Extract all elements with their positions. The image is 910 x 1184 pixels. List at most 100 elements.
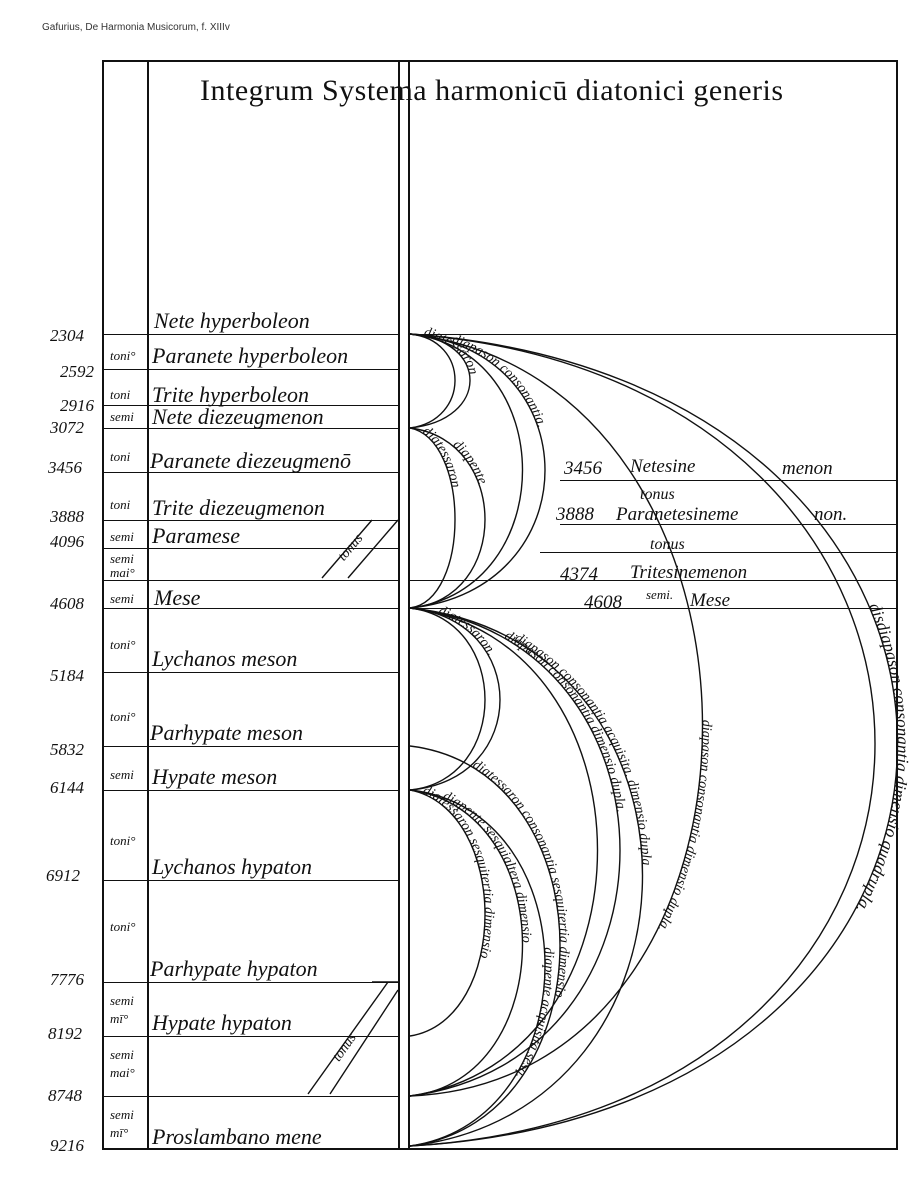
arc-label: diapason consonantia dimensio dupla. (654, 720, 714, 935)
arc-label: diatessaron sesquitertia dimensio (420, 783, 496, 959)
ratio-number: 4608 (50, 594, 84, 613)
synemmenon-note: Paranetesineme (616, 504, 739, 525)
step-label: toni° (110, 637, 136, 652)
ratio-number: 8748 (48, 1086, 82, 1105)
step-label: toni (110, 497, 131, 512)
arc-a6 (409, 607, 486, 791)
ratio-number: 5832 (50, 740, 84, 759)
arc-a4 (409, 333, 524, 609)
note-name: Nete hyperboleon (154, 308, 310, 333)
note-name: Parhypate meson (150, 720, 303, 745)
diagram-title: Integrum Systema harmonicū diatonici ge… (200, 74, 784, 107)
synemmenon-note: Netesine (630, 456, 696, 477)
row-line (104, 334, 400, 335)
step-label: mai° (110, 565, 135, 580)
tonus-label: tonus (640, 486, 675, 503)
step-label: toni (110, 387, 131, 402)
right-line (410, 608, 896, 609)
step-label: mī° (110, 1125, 129, 1140)
row-line (104, 790, 400, 791)
step-label: semi (110, 591, 134, 606)
ratio-number: 8192 (48, 1024, 82, 1043)
synemmenon-number: 4608 (584, 592, 622, 613)
arc-a13 (409, 333, 704, 1097)
row-line (104, 369, 400, 370)
column-divider-steps (147, 60, 149, 1150)
arc-a2 (409, 427, 456, 609)
arc-label: diapente acquisita sesq. (512, 947, 556, 1082)
arc-a7 (409, 607, 599, 1097)
column-divider-right (408, 60, 410, 1150)
column-divider-left (398, 60, 400, 1150)
diagram-frame (102, 60, 898, 1150)
step-label: toni° (110, 919, 136, 934)
arc-a11 (409, 789, 546, 1147)
right-line (560, 524, 896, 525)
ratio-number: 3456 (48, 458, 82, 477)
row-line (104, 1036, 400, 1037)
step-label: mī° (110, 1011, 129, 1026)
synemmenon-note-tail: menon (782, 458, 833, 479)
ratio-number: 3888 (50, 507, 84, 526)
row-line (104, 472, 400, 473)
tonus-band-line (347, 519, 399, 579)
ratio-number: 2592 (60, 362, 94, 381)
row-line (104, 608, 400, 609)
row-line (104, 520, 400, 521)
note-name: Trite diezeugmenon (152, 495, 325, 520)
right-line (410, 580, 896, 581)
arc-label: diatessaron (420, 424, 463, 489)
synemmenon-number: 3456 (564, 458, 602, 479)
step-label: semi (110, 551, 134, 566)
step-label: semi (110, 409, 134, 424)
row-line (104, 746, 400, 747)
note-name: Hypate hypaton (152, 1010, 292, 1035)
synemmenon-note-tail: non. (814, 504, 848, 525)
step-label: semi (110, 1047, 134, 1062)
arc-a4-outer (409, 333, 546, 609)
ratio-number: 6912 (46, 866, 80, 885)
step-label: semi (110, 529, 134, 544)
arc-a8 (409, 607, 644, 1147)
note-name: Mese (154, 585, 201, 610)
row-line (104, 982, 400, 983)
note-name: Lychanos hypaton (152, 854, 313, 879)
arc-label: disdiapason consonantia dimensio quadrup… (852, 600, 910, 916)
ratio-number: 7776 (50, 970, 84, 989)
synemmenon-note: Tritesinemenon (630, 562, 748, 583)
ratio-number: 2916 (60, 396, 94, 415)
arc-a6-outer (409, 607, 501, 791)
arc-label: diatessaron. (436, 604, 498, 659)
row-line (104, 405, 400, 406)
step-label: semi (110, 993, 134, 1008)
arc-a7-outer (409, 607, 621, 1097)
note-name: Nete diezeugmenon (152, 404, 324, 429)
ratio-number: 6144 (50, 778, 84, 797)
note-name: Parhypate hypaton (150, 956, 318, 981)
step-label: toni° (110, 709, 136, 724)
ratio-number: 9216 (50, 1136, 84, 1155)
ratio-number: 2304 (50, 326, 84, 345)
step-label: toni° (110, 348, 136, 363)
step-label: semi (110, 1107, 134, 1122)
ratio-number: 3072 (50, 418, 84, 437)
arc-a12 (409, 745, 561, 1147)
right-line (560, 480, 896, 481)
note-name: Paramese (152, 523, 240, 548)
tonus-band-line (307, 981, 389, 1095)
right-line (410, 334, 896, 335)
semi-label: semi. (646, 587, 674, 602)
step-label: semi (110, 767, 134, 782)
note-name: Hypate meson (152, 764, 278, 789)
note-name: Lychanos meson (152, 646, 298, 671)
note-name: Paranete hyperboleon (152, 343, 349, 368)
step-label: mai° (110, 1065, 135, 1080)
row-line (104, 672, 400, 673)
caption: Gafurius, De Harmonia Musicorum, f. XIII… (42, 22, 230, 33)
arc-a9 (409, 789, 524, 1097)
right-line (540, 552, 896, 553)
synemmenon-number: 3888 (556, 504, 594, 525)
arc-a1 (409, 333, 456, 429)
synemmenon-number: 4374 (560, 564, 598, 585)
